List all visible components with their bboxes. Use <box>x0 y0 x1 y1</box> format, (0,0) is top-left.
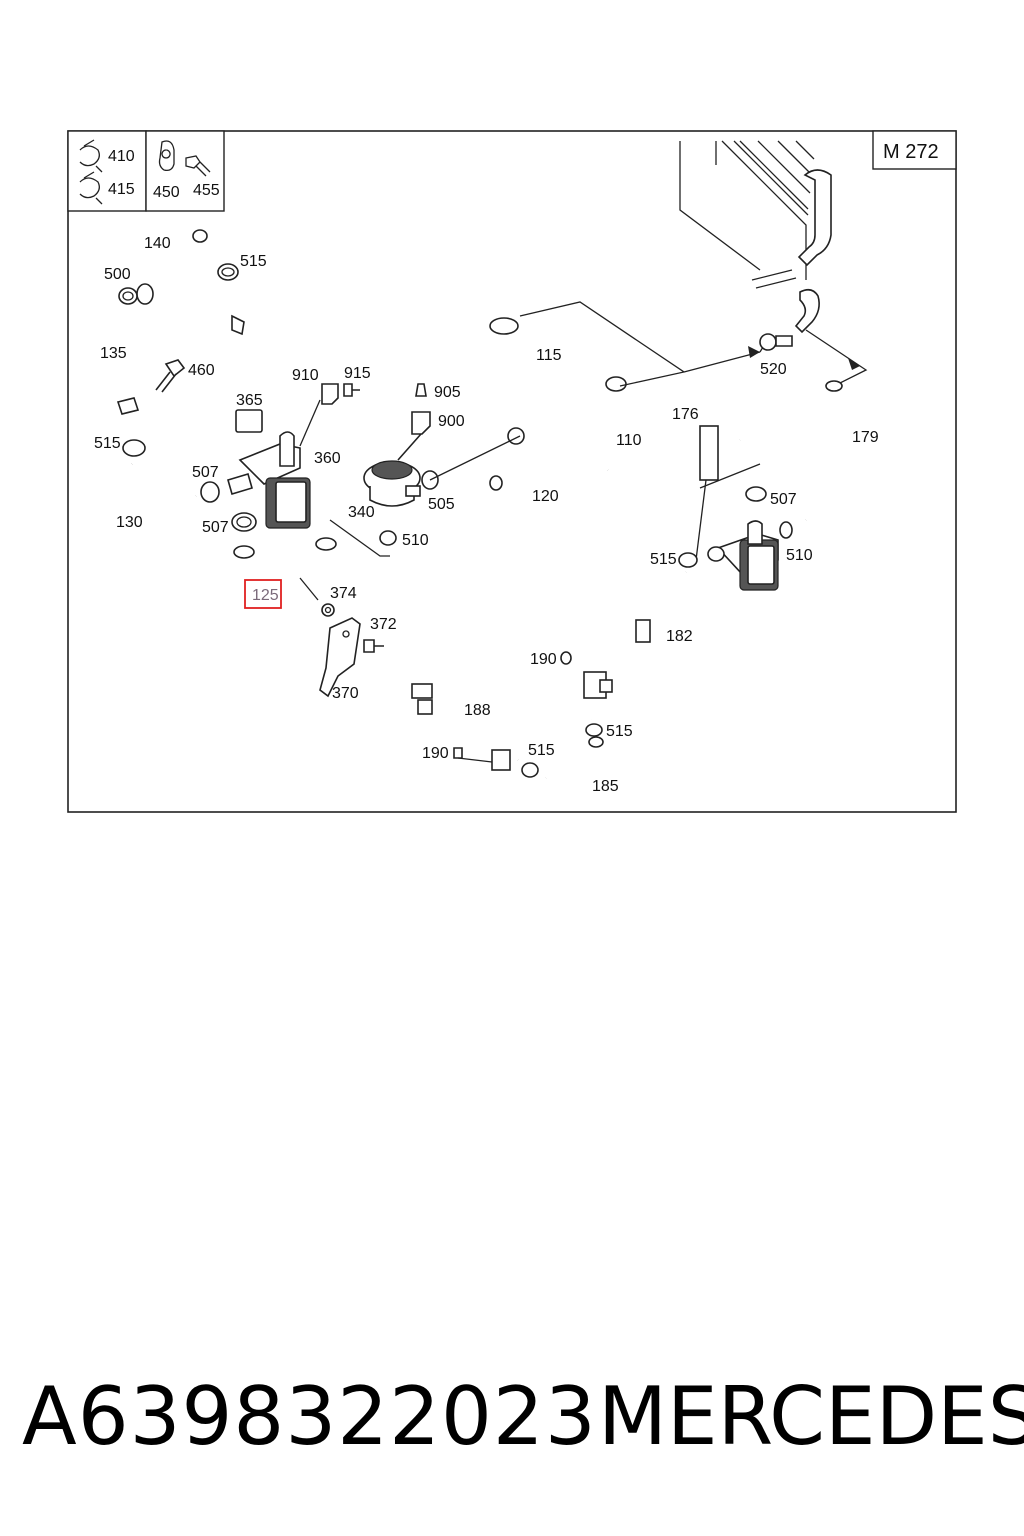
hose-clamp-icon <box>79 139 103 173</box>
hose-clamp-icon <box>79 171 103 205</box>
nut-190-a <box>560 651 572 665</box>
hose-130 <box>122 439 200 515</box>
callout-140: 140 <box>144 235 171 252</box>
callout-188: 188 <box>464 702 491 719</box>
callout-185: 185 <box>592 778 619 795</box>
callout-110: 110 <box>616 432 642 449</box>
clamp-515-e <box>585 723 603 737</box>
callout-120: 120 <box>532 488 559 505</box>
connector-905 <box>415 383 427 397</box>
callout-labels: 140 515 500 135 460 515 130 507 507 365 … <box>94 235 879 795</box>
clamp-507-c <box>745 486 767 502</box>
callout-190: 190 <box>530 651 557 668</box>
radiator <box>679 140 832 334</box>
valve-right <box>707 520 779 591</box>
connector-915 <box>343 383 360 397</box>
pipe-188 <box>411 683 521 771</box>
legend-label-415: 415 <box>108 181 135 198</box>
clamp-510-b <box>779 521 793 539</box>
bolt-icon <box>185 155 211 177</box>
brand-name: MERCEDES <box>598 1370 1024 1463</box>
callout-515: 515 <box>94 435 121 452</box>
callout-505: 505 <box>428 496 455 513</box>
hose-179 <box>802 380 853 525</box>
legend-label-450: 450 <box>153 184 180 201</box>
connector-910 <box>321 383 339 405</box>
callout-910: 910 <box>292 367 319 384</box>
clamp-515-d <box>521 762 539 778</box>
legend-label-410: 410 <box>108 148 135 165</box>
callout-507: 507 <box>192 464 219 481</box>
part-footer: A6398322023 MERCEDES <box>0 1370 1024 1480</box>
clamp-507-b <box>231 512 257 532</box>
valve-360 <box>227 399 321 529</box>
model-box: M 272 <box>872 130 957 170</box>
bolt-460 <box>155 359 186 393</box>
callout-520: 520 <box>760 361 787 378</box>
callout-510: 510 <box>786 547 813 564</box>
callout-179: 179 <box>852 429 879 446</box>
diagram-frame <box>67 130 957 813</box>
callout-176: 176 <box>672 406 699 423</box>
hose-135-140 <box>116 228 253 420</box>
part-number: A6398322023 <box>22 1370 597 1463</box>
clamp-507-a <box>200 481 220 503</box>
clamp-510-a <box>379 530 397 546</box>
clamp-515-top <box>217 263 239 281</box>
pipe-182 <box>583 571 690 721</box>
callout-460: 460 <box>188 362 215 379</box>
callout-115: 115 <box>536 347 562 364</box>
callout-515: 515 <box>528 742 555 759</box>
callout-125: 125 <box>252 587 279 604</box>
callout-900: 900 <box>438 413 465 430</box>
bracket-370 <box>319 617 361 698</box>
washer-374 <box>321 603 335 617</box>
callout-510: 510 <box>402 532 429 549</box>
callout-370: 370 <box>332 685 359 702</box>
callout-515: 515 <box>650 551 677 568</box>
screw-372 <box>363 639 384 653</box>
callout-130: 130 <box>116 514 143 531</box>
p-clip-icon <box>158 140 175 172</box>
callout-365: 365 <box>236 392 263 409</box>
callout-340: 340 <box>348 504 375 521</box>
highlight-box <box>244 579 282 609</box>
clamp-520 <box>759 333 793 351</box>
callout-515: 515 <box>240 253 267 270</box>
clamp-500 <box>118 287 138 305</box>
legend-label-455: 455 <box>193 182 220 199</box>
callout-515: 515 <box>606 723 633 740</box>
clamp-515-c <box>678 552 698 568</box>
pump-340 <box>363 460 421 507</box>
callout-507: 507 <box>770 491 797 508</box>
callout-500: 500 <box>104 266 131 283</box>
callout-372: 372 <box>370 616 397 633</box>
model-label: M 272 <box>883 141 939 163</box>
hose-120 <box>489 475 526 500</box>
callout-360: 360 <box>314 450 341 467</box>
nut-190-b <box>453 747 493 763</box>
callout-182: 182 <box>666 628 693 645</box>
callout-507: 507 <box>202 519 229 536</box>
callout-374: 374 <box>330 585 357 602</box>
callout-905: 905 <box>434 384 461 401</box>
hose-125 <box>233 537 337 584</box>
hose-176 <box>695 400 747 561</box>
callout-915: 915 <box>344 365 371 382</box>
legend-box: 410 415 450 455 <box>67 130 225 212</box>
callout-135: 135 <box>100 345 127 362</box>
hose-185 <box>545 736 604 784</box>
connector-900 <box>397 411 431 461</box>
callout-190: 190 <box>422 745 449 762</box>
hose-110 <box>592 376 627 472</box>
